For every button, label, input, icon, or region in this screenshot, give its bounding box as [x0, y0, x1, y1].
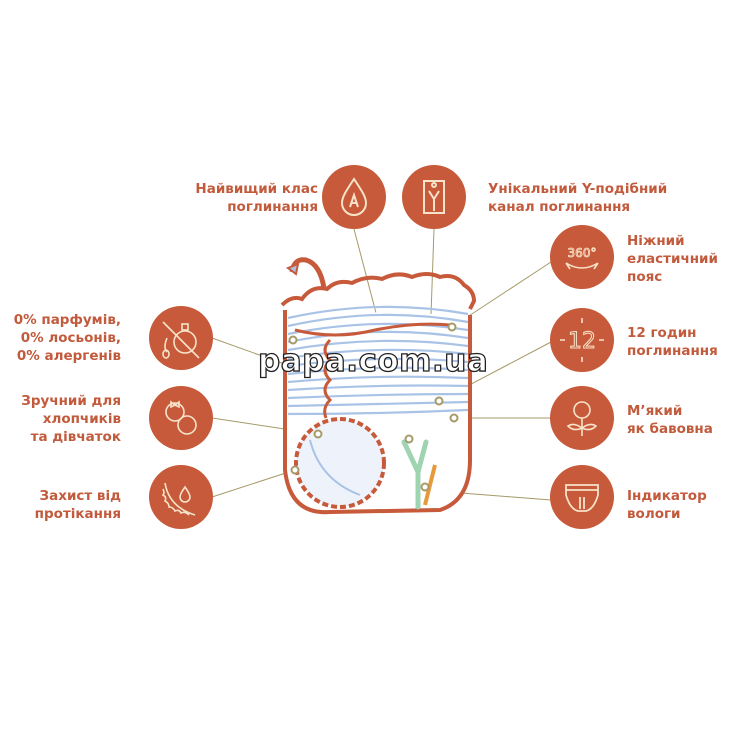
y-channel-icon	[423, 180, 445, 214]
leak-guard-icon	[161, 482, 196, 516]
diaper-icon	[565, 484, 599, 512]
rotate-360-icon: 360°	[565, 246, 599, 270]
no-perfume-icon	[162, 321, 200, 359]
soft-cotton-badge	[550, 386, 614, 450]
no-perfume-label: 0% парфумів,0% лосьонів,0% алергенів	[13, 312, 121, 364]
cotton-flower-icon	[566, 401, 598, 436]
babies-icon	[165, 400, 197, 435]
drop-a-icon	[340, 177, 368, 216]
svg-text:360°: 360°	[568, 246, 597, 260]
no-perfume-badge	[149, 306, 213, 370]
leak-protection-badge	[149, 465, 213, 529]
svg-text:12: 12	[568, 329, 596, 354]
elastic-waist-badge: 360°	[550, 225, 614, 289]
watermark: papa.com.ua	[257, 342, 489, 379]
wetness-indicator-badge	[550, 465, 614, 529]
boys-girls-badge	[149, 386, 213, 450]
absorption-class-badge	[322, 165, 386, 229]
clock-12-icon: 12	[560, 318, 604, 362]
y-channel-badge	[402, 165, 466, 229]
hours-badge: 12	[550, 308, 614, 372]
